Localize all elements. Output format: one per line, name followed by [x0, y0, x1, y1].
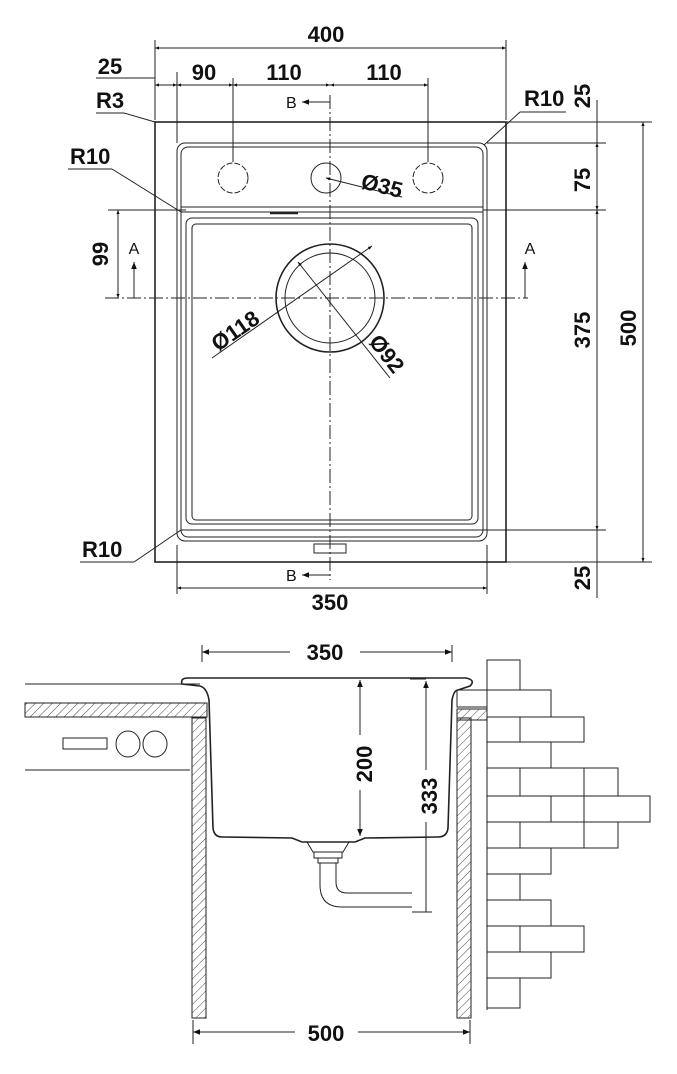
appliance-display	[62, 737, 108, 750]
dim-bowl-depth: 200	[352, 746, 377, 783]
countertop-left	[24, 702, 208, 718]
dim-hole-diameter: Ø35	[359, 169, 405, 203]
dim-depth-bottom: 25	[570, 566, 595, 590]
brick-wall	[486, 659, 651, 1010]
dim-cabinet-width: 500	[308, 1021, 345, 1046]
top-view: 400 25 90 110 110 R3 R10 R10 R10 Ø35 Ø11…	[68, 22, 652, 615]
tap-hole-left	[217, 162, 249, 194]
dim-drain-outer: Ø118	[207, 305, 264, 356]
dim-overall-width: 400	[308, 22, 345, 47]
dim-offset-left: 25	[98, 54, 122, 79]
label-r3: R3	[96, 88, 124, 113]
label-r10-bottom-left: R10	[82, 537, 122, 562]
sink-section-profile	[180, 677, 474, 843]
section-a-left: A	[129, 241, 140, 258]
drain-fitting	[306, 841, 350, 853]
appliance-knob	[142, 730, 168, 758]
dim-total-depth: 333	[417, 778, 442, 815]
tap-hole-center	[310, 162, 342, 194]
dim-section-bowl-width: 350	[307, 640, 344, 665]
cabinet-wall-left	[191, 717, 207, 1019]
label-r10-inner-left: R10	[70, 144, 110, 169]
dim-bowl-width: 350	[312, 590, 349, 615]
dim-tap-hole-2: 110	[266, 60, 302, 85]
deck-frame	[176, 142, 488, 542]
dim-depth-top: 25	[570, 84, 595, 108]
dim-drain-inner: Ø92	[364, 330, 409, 378]
label-r10-top-right: R10	[524, 86, 564, 111]
waste-pipe	[319, 863, 412, 908]
appliance-knob	[115, 730, 141, 758]
cabinet-wall-right	[456, 717, 472, 1019]
section-b-bottom: B	[286, 568, 297, 585]
dim-depth-deck: 75	[570, 168, 595, 192]
dim-depth-bowl: 375	[570, 312, 595, 349]
dim-tap-hole-1: 90	[192, 60, 216, 85]
dim-overall-depth: 500	[616, 310, 641, 347]
section-a-right: A	[525, 241, 536, 258]
section-view: 350 200 333	[24, 640, 651, 1046]
dim-tap-hole-3: 110	[366, 60, 402, 85]
section-b-top: B	[286, 95, 297, 112]
dim-drain-offset: 99	[88, 242, 113, 266]
tap-hole-right	[412, 162, 444, 194]
bowl-outline	[185, 217, 479, 525]
